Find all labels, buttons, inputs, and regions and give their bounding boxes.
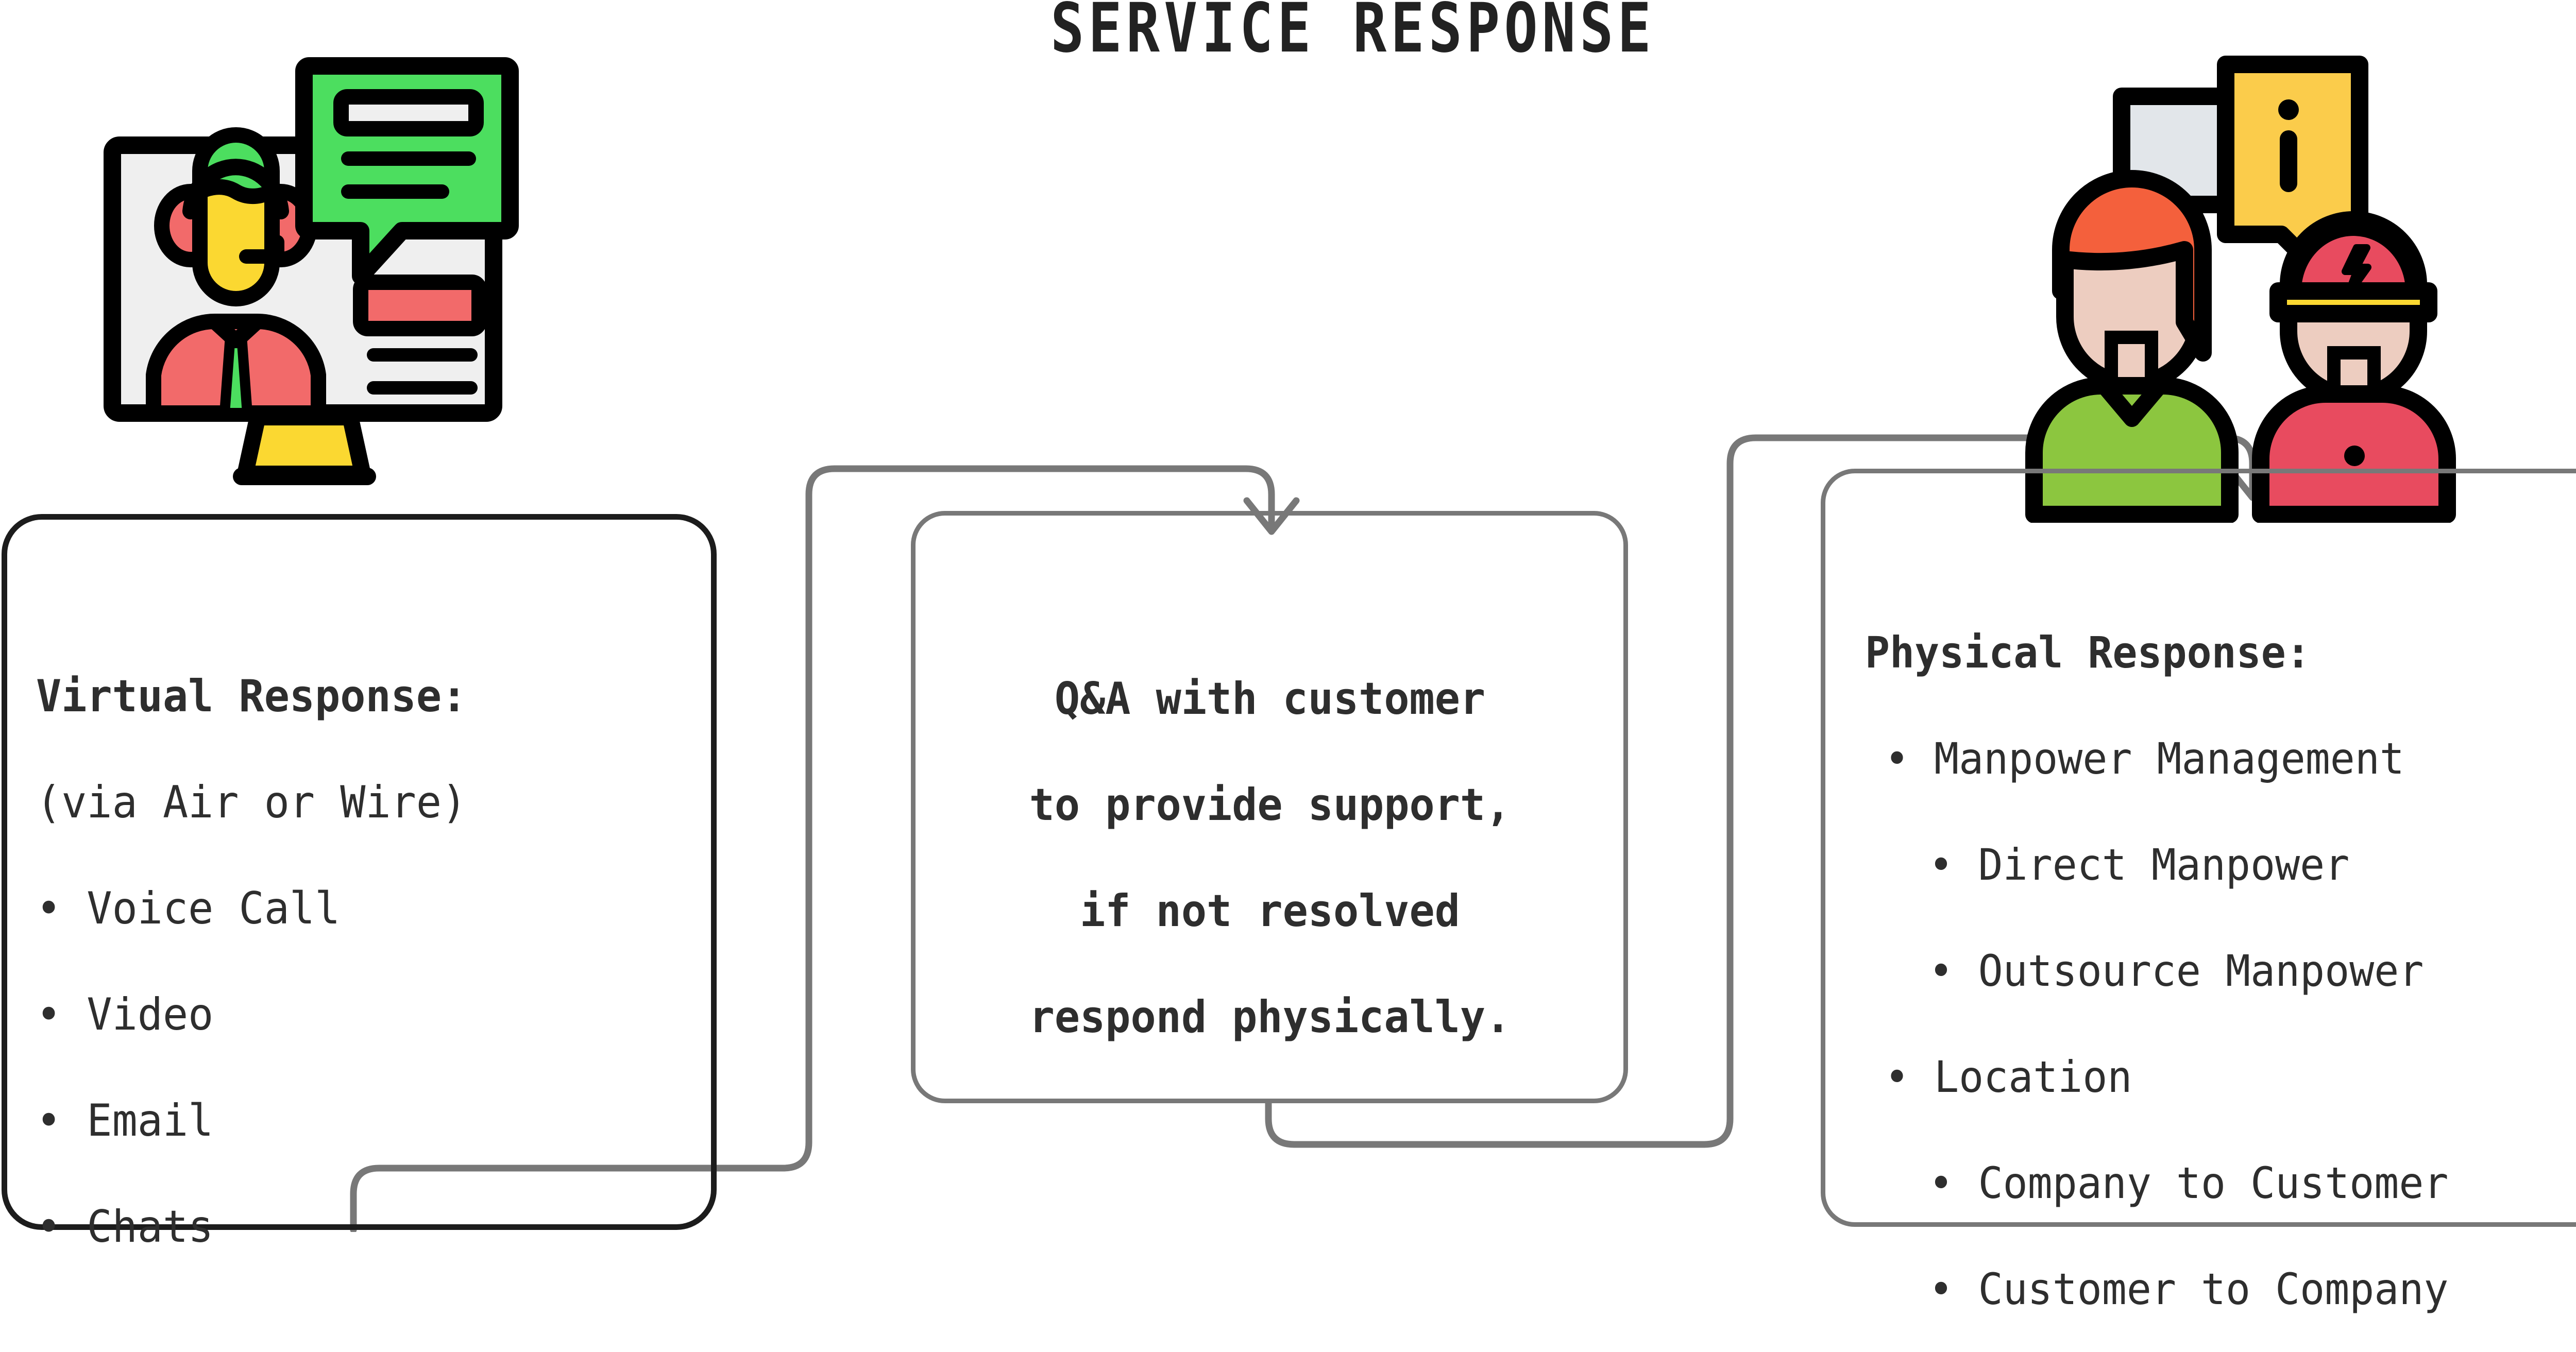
qa-line-2: if not resolved <box>1080 885 1460 937</box>
bubble-text-line-1 <box>341 151 476 166</box>
physical-item-0: • Manpower Management <box>1885 733 2404 784</box>
physical-item-5: • Customer to Company <box>1928 1264 2449 1314</box>
customer-and-technician-illustration <box>2025 56 2456 523</box>
agent-tie <box>219 338 253 418</box>
qa-line-1: to provide support, <box>1029 779 1511 831</box>
customer-collar-v <box>2097 380 2166 427</box>
screen-text-line-2 <box>367 381 478 395</box>
virtual-response-box <box>2 514 717 1230</box>
microphone-boom <box>239 235 284 264</box>
stand-base <box>233 468 376 485</box>
customer-hair <box>2052 170 2212 362</box>
headphone-band <box>182 159 289 219</box>
technician-button <box>2344 446 2365 466</box>
technician-cap-brim <box>2269 282 2437 322</box>
qa-box-text: Q&A with customer to provide support, if… <box>922 636 1618 1080</box>
physical-heading: Physical Response: <box>1865 627 2311 678</box>
physical-response-box <box>1821 469 2576 1227</box>
qa-box <box>911 511 1628 1103</box>
physical-item-1: • Direct Manpower <box>1928 840 2350 890</box>
support-agent-monitor-illustration <box>104 57 519 485</box>
qa-line-3: respond physically. <box>1029 991 1511 1043</box>
technician-avatar <box>2252 211 2456 523</box>
red-banner <box>353 275 487 336</box>
physical-item-2: • Outsource Manpower <box>1928 946 2424 996</box>
page-title: SERVICE RESPONSE <box>1050 0 1655 68</box>
screen-text-line-1 <box>367 348 478 362</box>
virtual-response-text: Virtual Response: (via Air or Wire) • Vo… <box>36 634 685 1290</box>
physical-item-4: • Company to Customer <box>1928 1158 2449 1208</box>
stand-neck <box>237 409 371 482</box>
bubble-input-field <box>333 89 484 136</box>
green-chat-bubble <box>295 57 519 285</box>
agent-face <box>192 178 280 306</box>
bubble-text-line-2 <box>341 184 449 199</box>
customer-shirt <box>2025 377 2239 523</box>
lightning-bolt-icon <box>2342 244 2371 300</box>
diagram-canvas: SERVICE RESPONSE <box>2 0 2576 1314</box>
virtual-subtitle: (via Air or Wire) <box>36 777 467 828</box>
qa-line-0: Q&A with customer <box>1054 673 1486 725</box>
virtual-heading: Virtual Response: <box>36 671 467 722</box>
support-agent-avatar <box>146 127 326 421</box>
monitor-stand <box>233 409 376 485</box>
customer-avatar <box>2025 170 2239 523</box>
physical-response-text: Physical Response: • Manpower Management… <box>1865 590 2576 1352</box>
virtual-item-2: • Email <box>36 1095 214 1146</box>
virtual-item-1: • Video <box>36 989 214 1040</box>
info-icon-dot <box>2278 99 2299 120</box>
virtual-item-3: • Chats <box>36 1201 214 1253</box>
virtual-item-0: • Voice Call <box>36 883 341 934</box>
info-icon-stem <box>2280 130 2297 192</box>
physical-item-3: • Location <box>1885 1052 2132 1102</box>
